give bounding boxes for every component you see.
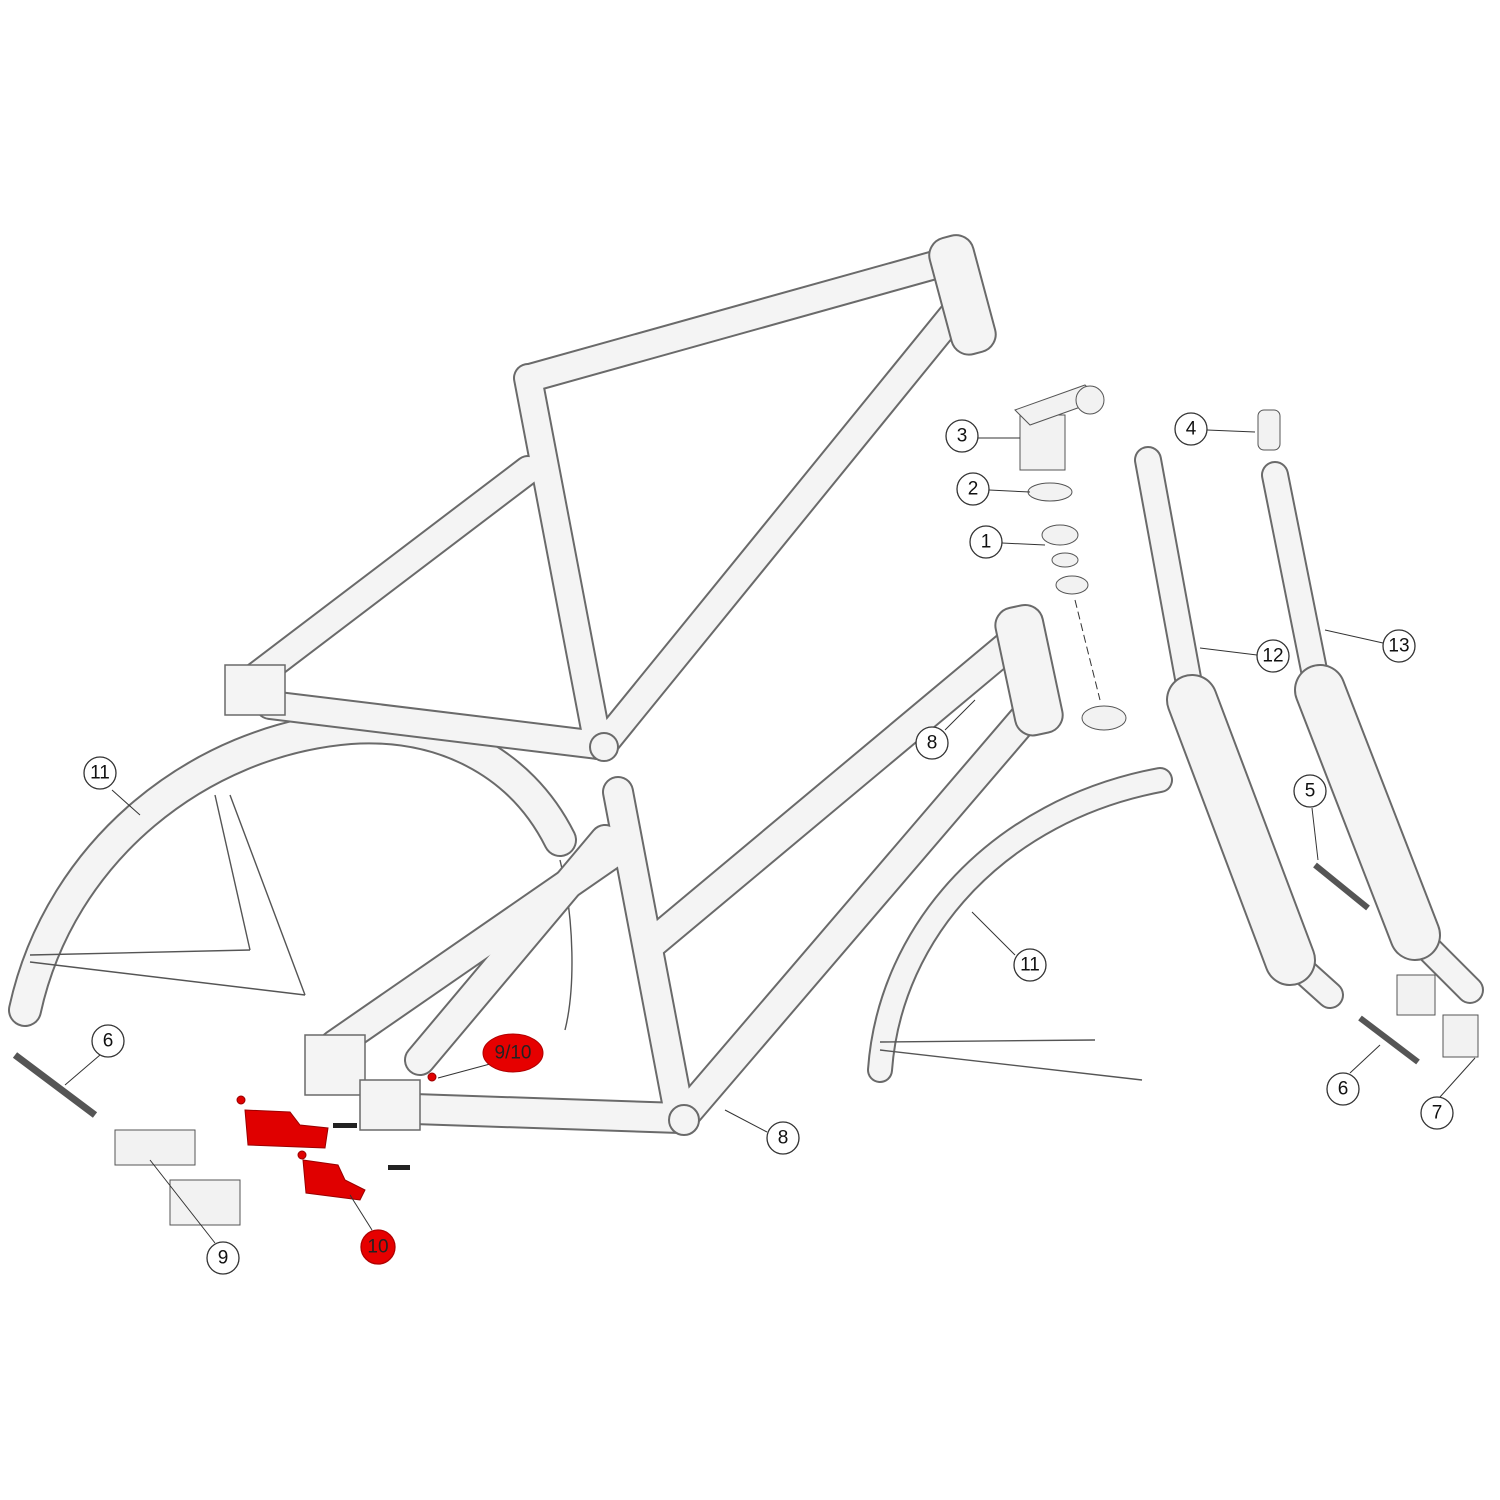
svg-text:9/10: 9/10: [495, 1043, 532, 1064]
callout-13-fork: 13: [1382, 629, 1416, 663]
headset-parts: [1014, 384, 1281, 731]
svg-text:11: 11: [90, 763, 110, 784]
callout-11-front-fender: 11: [1013, 948, 1047, 982]
callout-3-stem: 3: [945, 419, 979, 453]
svg-text:7: 7: [1432, 1103, 1443, 1124]
svg-text:4: 4: [1186, 419, 1197, 440]
frame-step-through: [304, 603, 1064, 1136]
callout-12-fork: 12: [1256, 639, 1290, 673]
front-fender: [867, 767, 1173, 1083]
svg-text:8: 8: [927, 733, 938, 754]
callout-10-highlighted: 10: [360, 1229, 396, 1265]
svg-text:3: 3: [957, 426, 968, 447]
callout-7: 7: [1420, 1096, 1454, 1130]
callout-1-headset: 1: [969, 525, 1003, 559]
svg-text:9: 9: [218, 1248, 229, 1269]
fork-13: [1261, 461, 1484, 1058]
svg-text:5: 5: [1305, 781, 1316, 802]
callout-8-upper: 8: [915, 726, 949, 760]
callout-8-lower: 8: [766, 1121, 800, 1155]
svg-text:6: 6: [103, 1031, 114, 1052]
svg-text:8: 8: [778, 1128, 789, 1149]
svg-text:1: 1: [981, 532, 992, 553]
svg-text:11: 11: [1020, 955, 1040, 976]
callout-11-rear-fender: 11: [83, 756, 117, 790]
callout-9-dropout: 9: [206, 1241, 240, 1275]
svg-text:6: 6: [1338, 1079, 1349, 1100]
callout-6-rear-axle: 6: [91, 1024, 125, 1058]
axles: [12, 862, 1420, 1118]
callout-5: 5: [1293, 774, 1327, 808]
svg-text:2: 2: [968, 479, 979, 500]
leader-lines: [64, 429, 1476, 1244]
svg-text:10: 10: [367, 1237, 388, 1258]
svg-text:12: 12: [1262, 646, 1283, 667]
dropouts-9: [114, 1129, 241, 1226]
dropouts-10-highlighted: [236, 1072, 437, 1201]
callout-2-spacer: 2: [956, 472, 990, 506]
frame-diamond: [224, 234, 997, 762]
fork-12: [1134, 446, 1344, 1009]
svg-text:13: 13: [1388, 636, 1409, 657]
callout-4-cap: 4: [1174, 412, 1208, 446]
callout-9-10-highlighted: 9/10: [482, 1033, 544, 1073]
rear-fender: [8, 710, 577, 1031]
callout-6-front-axle: 6: [1326, 1072, 1360, 1106]
